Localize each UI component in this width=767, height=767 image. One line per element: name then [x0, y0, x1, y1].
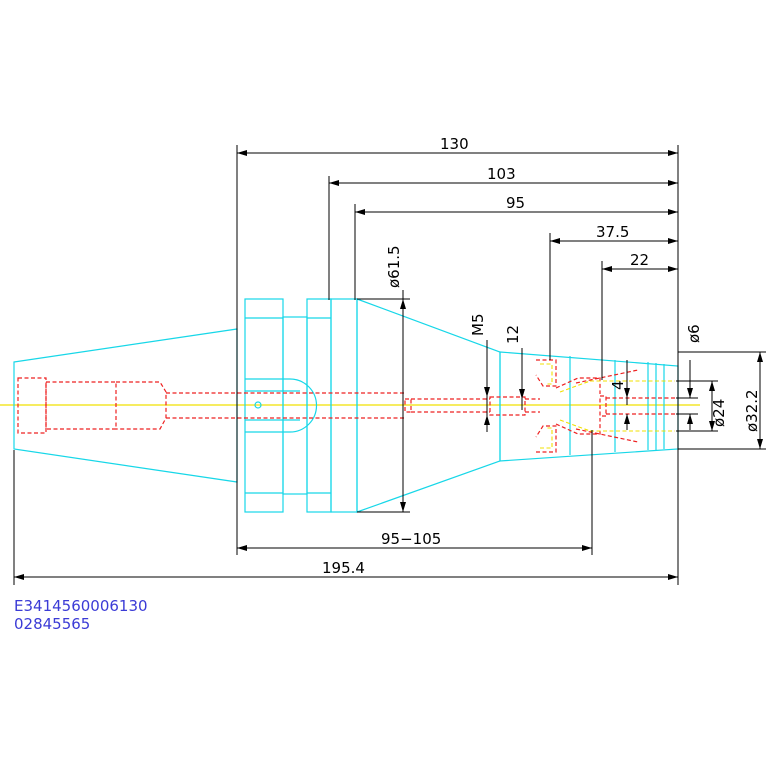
dim-dia-6: ø6	[685, 324, 703, 343]
collet-nut	[499, 351, 679, 462]
dim-dia-32-2: ø32.2	[743, 389, 761, 432]
dim-37-5: 37.5	[596, 223, 629, 241]
dim-130: 130	[440, 135, 469, 153]
dim-dia-61-5: ø61.5	[385, 245, 403, 288]
dim-m5: M5	[469, 314, 487, 337]
dim-95-105: 95−105	[381, 530, 441, 548]
dim-dia-24: ø24	[710, 399, 728, 427]
order-number: 02845565	[14, 615, 91, 633]
dim-22: 22	[630, 251, 649, 269]
dim-195-4: 195.4	[322, 559, 365, 577]
flange-body	[244, 298, 358, 513]
dim-12: 12	[504, 325, 522, 344]
hidden-bores	[17, 359, 675, 453]
dim-4: 4	[609, 380, 627, 390]
dimension-lines	[13, 145, 766, 585]
dim-103: 103	[487, 165, 516, 183]
part-number: E3414560006130	[14, 597, 148, 615]
dim-95: 95	[506, 194, 525, 212]
collet-slots	[540, 363, 675, 449]
